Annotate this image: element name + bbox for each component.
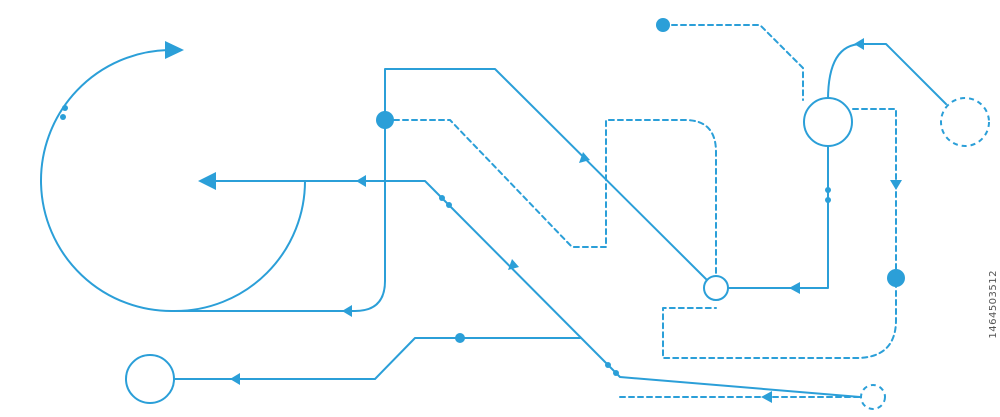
hollow-node (803, 97, 853, 147)
arrowhead-icon (890, 180, 902, 190)
arrowhead-icon (165, 41, 184, 59)
arrowhead-icon (198, 172, 216, 190)
small-dot (446, 202, 452, 208)
bottom-long-line (174, 337, 581, 380)
top-right-hook-line (827, 43, 947, 105)
arrows (165, 38, 902, 403)
small-dot (825, 187, 831, 193)
arrowhead-icon (854, 38, 864, 50)
small-dot (439, 195, 445, 201)
horizontal-arrow-line (214, 180, 861, 398)
filled-node (887, 269, 905, 287)
hollow-node (125, 354, 175, 404)
filled-node (656, 18, 670, 32)
dashed-top-connector (662, 24, 804, 101)
filled-node (376, 111, 394, 129)
stock-id-label: 1464503512 (988, 270, 999, 339)
wires (40, 24, 947, 398)
small-dot (455, 333, 465, 343)
arrowhead-icon (579, 152, 590, 163)
left-arc-line (40, 49, 176, 313)
dashed-right-connector (662, 108, 897, 359)
small-dot (613, 370, 619, 376)
nodes (60, 18, 990, 410)
arrowhead-icon (356, 175, 366, 187)
arrowhead-icon (789, 282, 800, 294)
small-dot (825, 197, 831, 203)
bottom-left-line (174, 68, 829, 312)
small-dot (60, 114, 66, 120)
small-dot (62, 105, 68, 111)
small-dot (605, 362, 611, 368)
arrowhead-icon (230, 373, 240, 385)
inner-arc-line (174, 180, 306, 312)
arrowhead-icon (761, 391, 772, 403)
dashed-middle-connector (384, 119, 717, 281)
hollow-node (703, 275, 729, 301)
dashed-hollow-node (940, 97, 990, 147)
arrowhead-icon (508, 259, 519, 270)
arrowhead-icon (342, 305, 352, 317)
dashed-hollow-node (860, 384, 886, 410)
